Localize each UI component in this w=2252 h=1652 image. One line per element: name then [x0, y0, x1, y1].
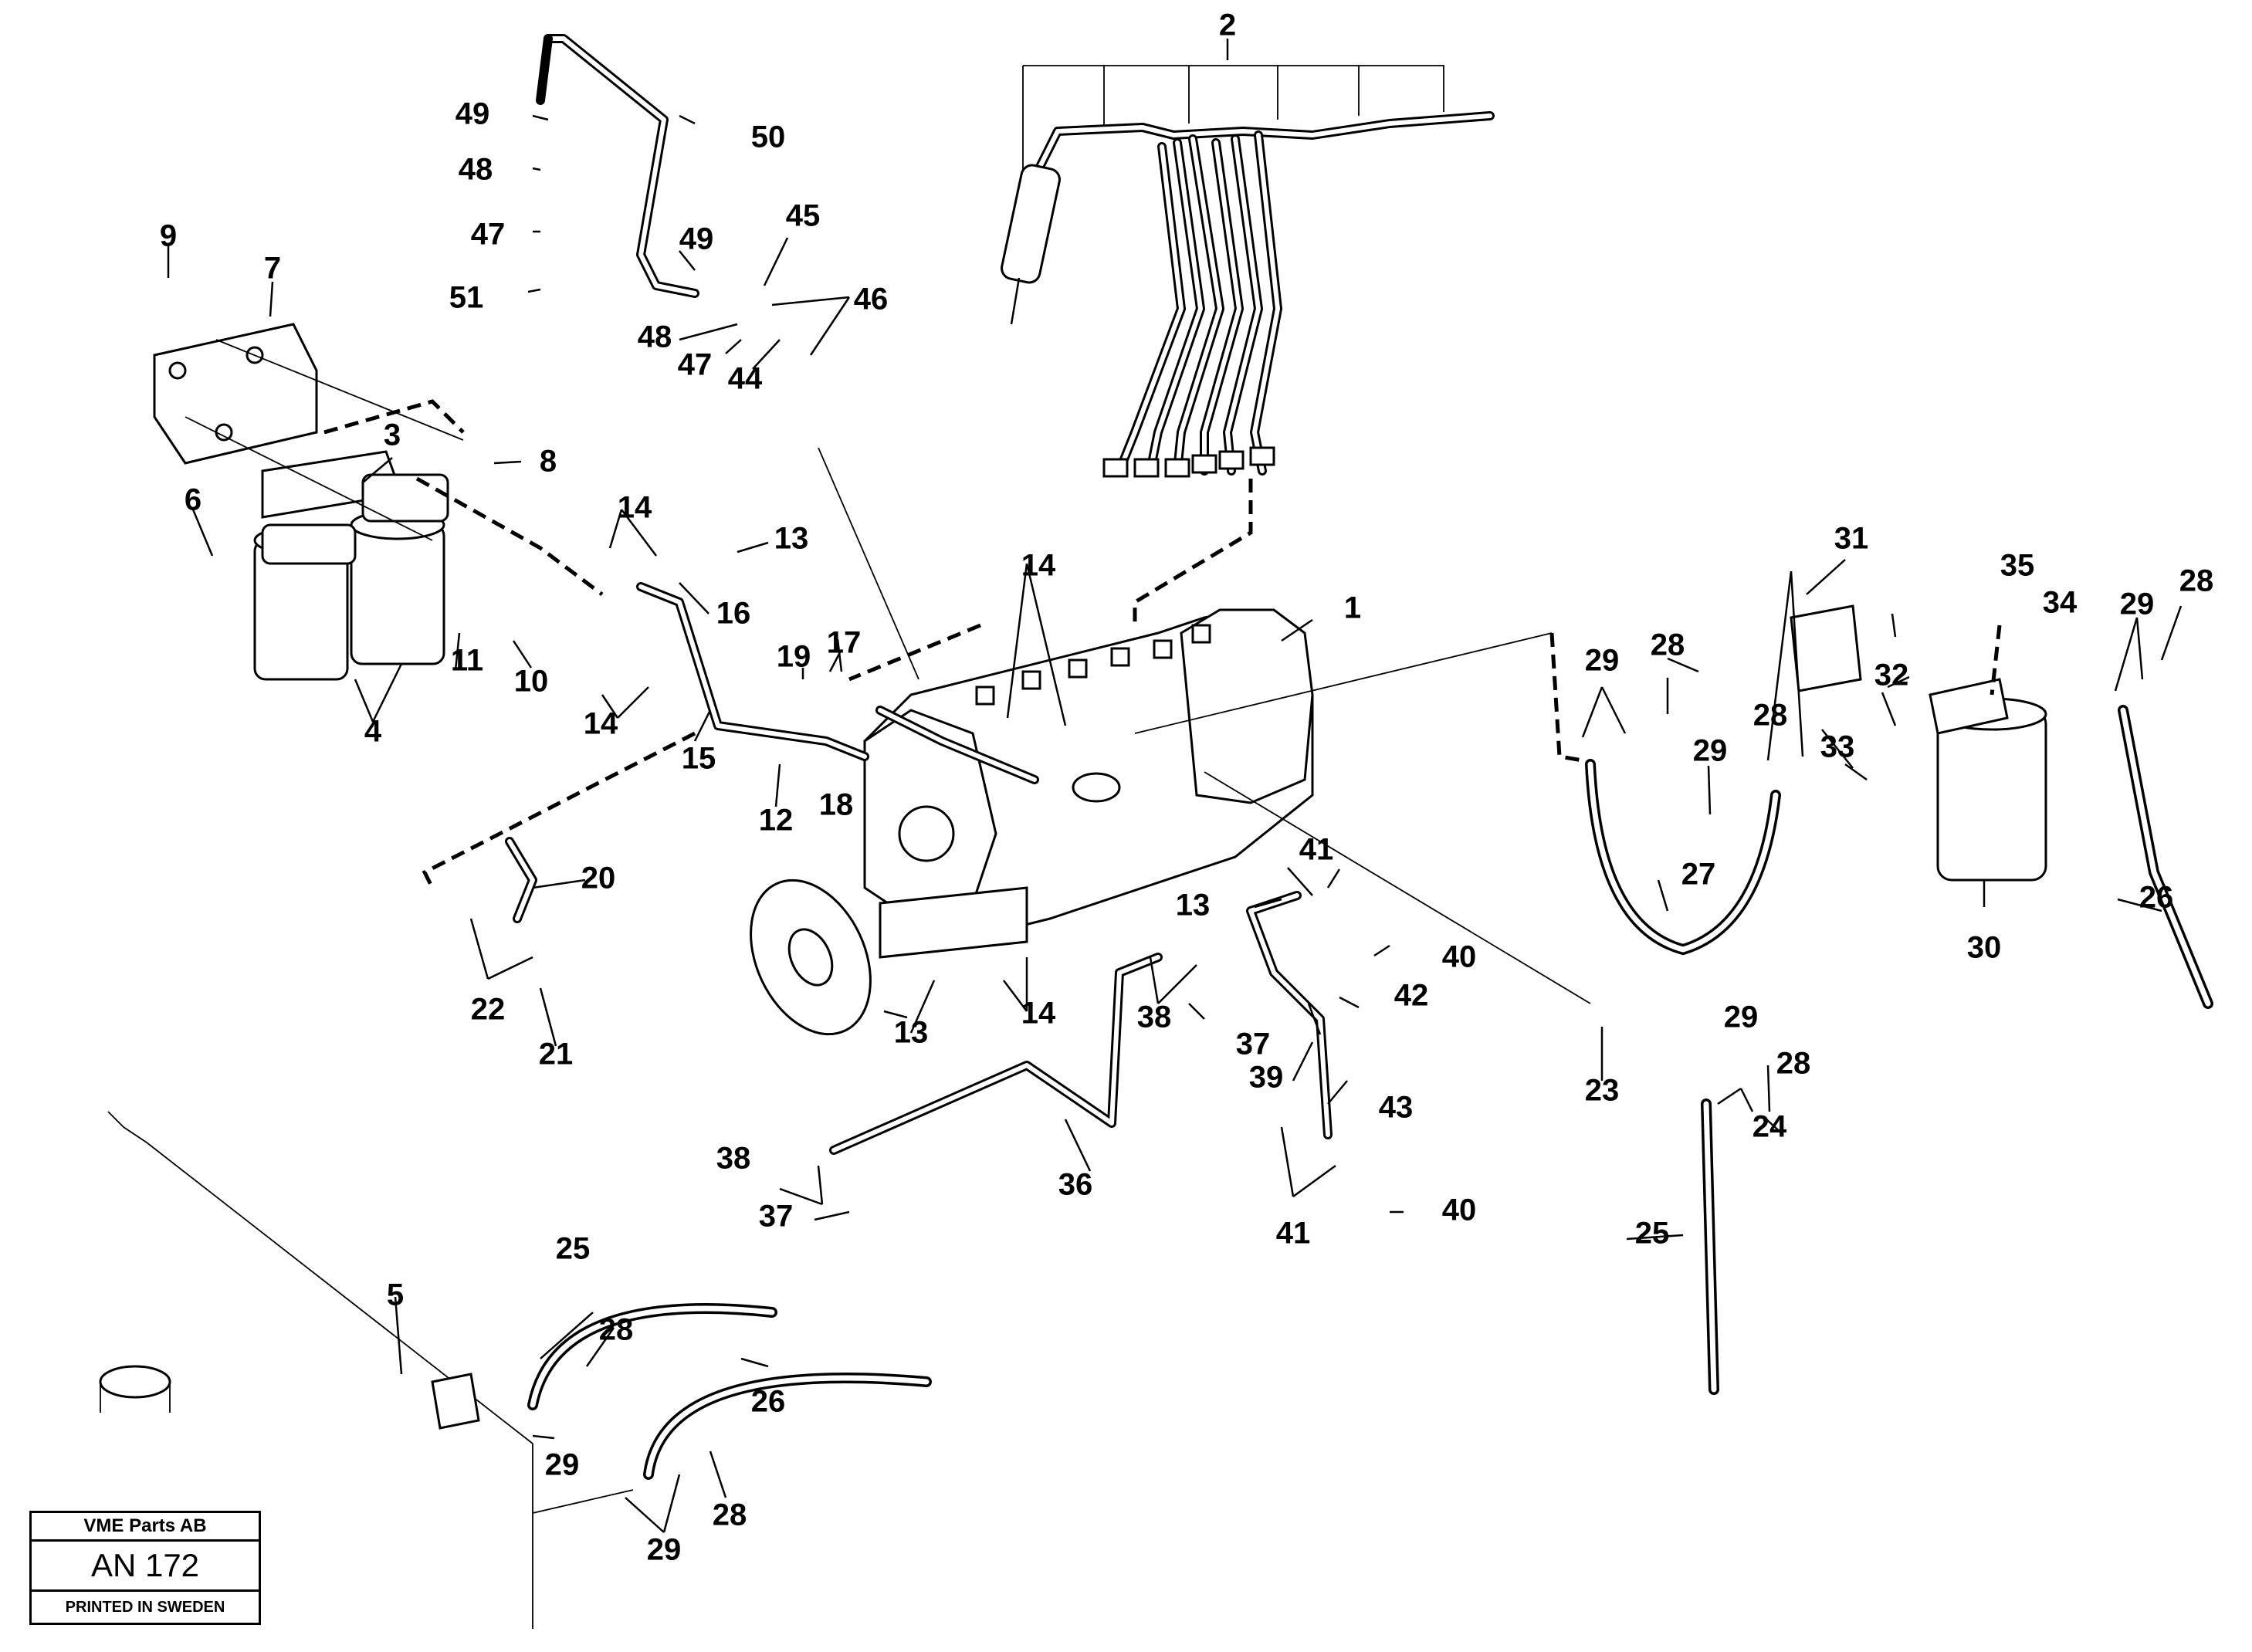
fuel-filter-assembly — [153, 323, 449, 681]
callout-6: 6 — [185, 483, 201, 517]
callout-26: 26 — [2139, 881, 2174, 915]
injector-delivery-pipes — [1001, 65, 1495, 625]
callout-34: 34 — [2043, 586, 2078, 620]
title-block-company: VME Parts AB — [29, 1511, 261, 1542]
callout-42: 42 — [1394, 979, 1429, 1013]
callout-29d: 29 — [1724, 1000, 1759, 1034]
pipes-and-hoses — [505, 34, 2213, 1480]
callout-13: 13 — [774, 522, 809, 556]
callout-28e: 28 — [599, 1313, 634, 1347]
title-block-printed: PRINTED IN SWEDEN — [29, 1589, 261, 1625]
callout-21: 21 — [539, 1038, 574, 1071]
callout-36: 36 — [1058, 1168, 1093, 1202]
fuel-tank-outline — [99, 1111, 634, 1629]
callout-8: 8 — [540, 445, 557, 479]
callout-47b: 47 — [678, 348, 713, 382]
callout-46: 46 — [854, 283, 889, 317]
callout-39: 39 — [1249, 1061, 1284, 1095]
callout-18: 18 — [819, 788, 854, 822]
callout-38: 38 — [1137, 1000, 1172, 1034]
callout-numbers: 1 2 3 4 5 6 7 8 9 10 11 12 13 13 13 14 1… — [160, 8, 2213, 1567]
callout-50: 50 — [751, 120, 786, 154]
callout-31: 31 — [1834, 522, 1869, 556]
callout-9: 9 — [160, 219, 177, 253]
callout-41: 41 — [1299, 833, 1334, 867]
callout-37: 37 — [1236, 1027, 1271, 1061]
callout-26b: 26 — [751, 1385, 786, 1419]
callout-4: 4 — [364, 715, 382, 749]
callout-3: 3 — [384, 418, 401, 452]
callout-49: 49 — [455, 97, 490, 131]
callout-33: 33 — [1820, 730, 1855, 764]
callout-19: 19 — [777, 640, 811, 674]
callout-28c: 28 — [2179, 564, 2214, 598]
callout-7: 7 — [264, 252, 281, 286]
callout-17: 17 — [827, 626, 862, 660]
callout-40: 40 — [1442, 940, 1477, 974]
callout-25b: 25 — [556, 1232, 591, 1266]
callout-48: 48 — [459, 153, 493, 187]
callout-22: 22 — [471, 993, 506, 1027]
callout-leaders — [167, 39, 2183, 1533]
callout-16: 16 — [716, 597, 751, 631]
callout-37b: 37 — [759, 1200, 794, 1234]
secondary-filter-assembly — [1790, 604, 2047, 882]
callout-44: 44 — [728, 362, 763, 396]
callout-20: 20 — [581, 862, 616, 895]
callout-32: 32 — [1874, 658, 1909, 692]
long-leader-lines — [185, 339, 1591, 1004]
title-block-code: AN 172 — [29, 1539, 261, 1592]
callout-28b: 28 — [1753, 699, 1788, 733]
callout-25: 25 — [1635, 1217, 1670, 1251]
parts-drawing — [99, 34, 2213, 1629]
callout-29b: 29 — [1693, 734, 1728, 768]
callout-51: 51 — [449, 281, 484, 315]
callout-45: 45 — [786, 199, 821, 233]
callout-14d: 14 — [1021, 997, 1056, 1031]
callout-1: 1 — [1344, 591, 1361, 625]
callout-15: 15 — [682, 742, 716, 776]
callout-43: 43 — [1379, 1091, 1414, 1125]
callout-49b: 49 — [679, 222, 714, 256]
callout-11: 11 — [451, 644, 483, 678]
callout-13b: 13 — [1176, 889, 1211, 922]
callout-2: 2 — [1219, 8, 1236, 42]
callout-14b: 14 — [584, 707, 618, 741]
callout-48b: 48 — [638, 320, 672, 354]
callout-23: 23 — [1585, 1074, 1620, 1108]
callout-40b: 40 — [1442, 1193, 1477, 1227]
callout-5: 5 — [387, 1278, 404, 1312]
callout-10: 10 — [514, 665, 549, 699]
callout-29: 29 — [1585, 644, 1620, 678]
connection-dashes — [323, 399, 2002, 889]
callout-47: 47 — [471, 218, 506, 252]
callout-28f: 28 — [713, 1498, 747, 1532]
callout-41b: 41 — [1276, 1217, 1311, 1251]
callout-35: 35 — [2000, 549, 2035, 583]
callout-28d: 28 — [1776, 1047, 1811, 1081]
callout-27: 27 — [1681, 858, 1716, 892]
callout-13c: 13 — [894, 1016, 929, 1050]
callout-38b: 38 — [716, 1142, 751, 1176]
callout-29c: 29 — [2120, 587, 2155, 621]
callout-14: 14 — [618, 491, 652, 525]
callout-28: 28 — [1651, 628, 1685, 662]
callout-29f: 29 — [647, 1533, 682, 1567]
callout-24: 24 — [1752, 1110, 1787, 1144]
injection-pump — [750, 608, 1314, 1036]
callout-14c: 14 — [1021, 549, 1056, 583]
callout-29e: 29 — [545, 1448, 580, 1482]
callout-12: 12 — [759, 804, 794, 838]
callout-30: 30 — [1967, 931, 2002, 965]
